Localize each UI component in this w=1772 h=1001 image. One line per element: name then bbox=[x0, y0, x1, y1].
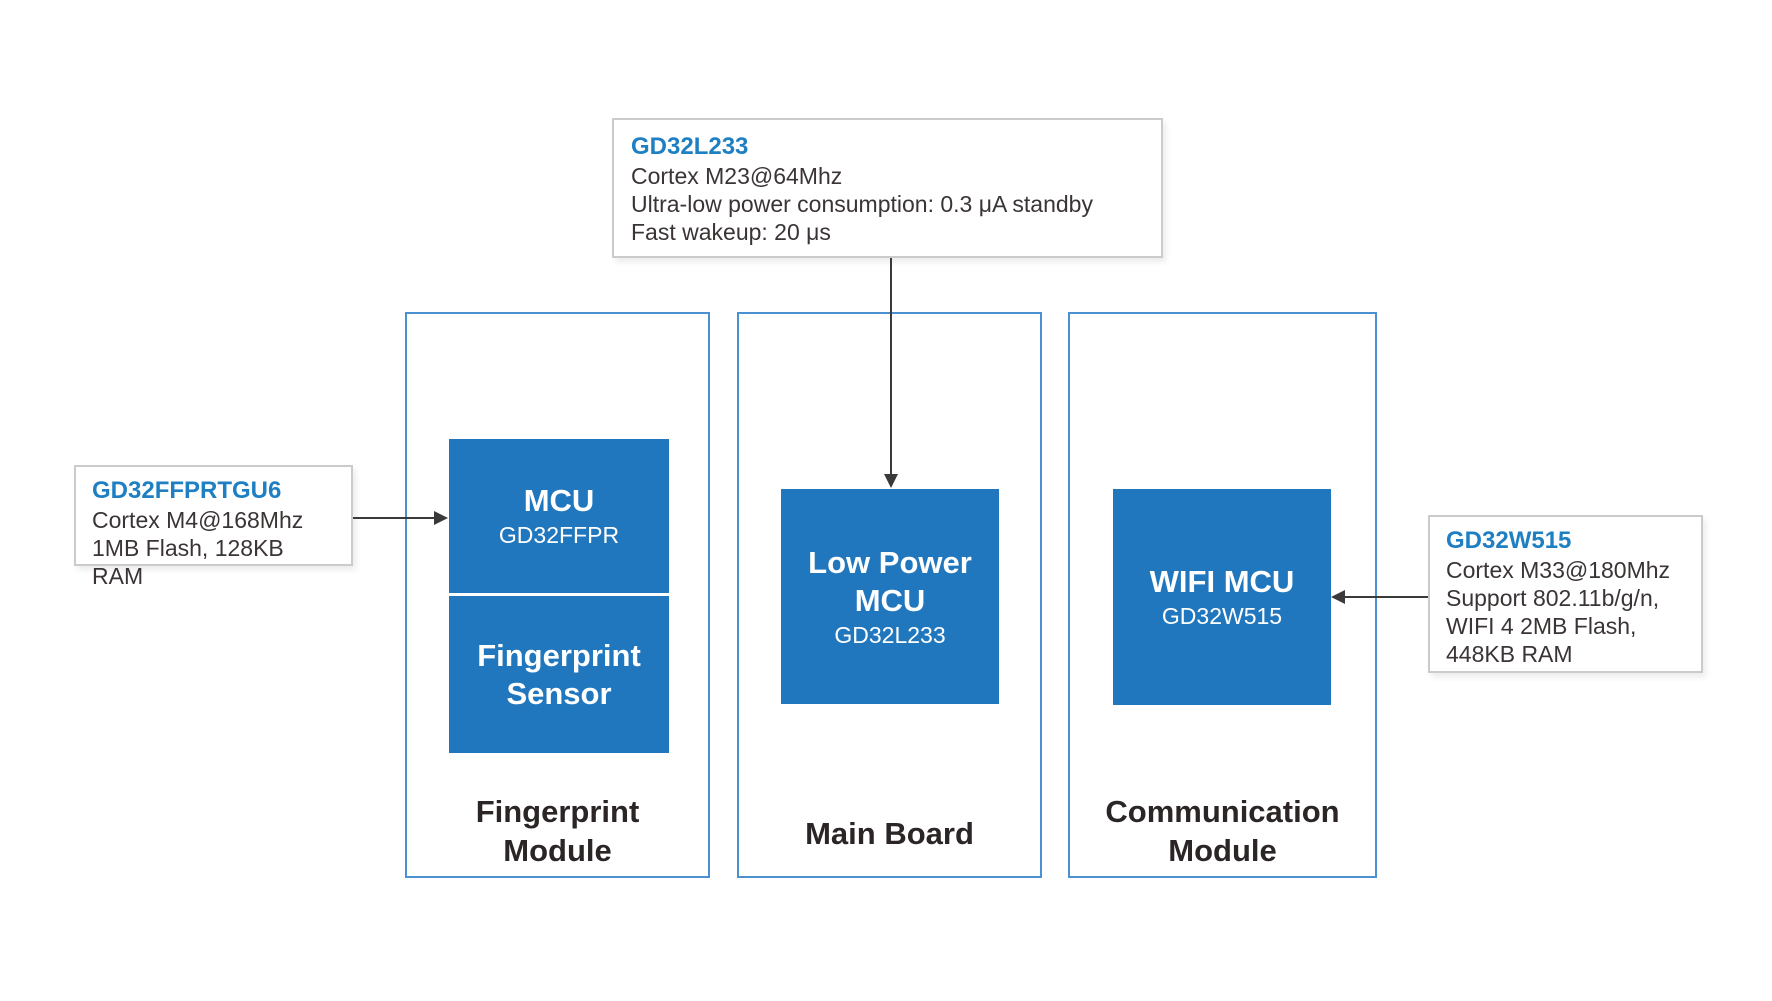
fingerprint-module-label: Fingerprint Module bbox=[475, 794, 640, 868]
callout-line: Ultra-low power consumption: 0.3 μA stan… bbox=[631, 191, 1093, 217]
fingerprint-sensor-title: Fingerprint Sensor bbox=[477, 637, 641, 711]
callout-gd32ffprtgu6: GD32FFPRTGU6 Cortex M4@168Mhz 1MB Flash,… bbox=[74, 465, 353, 589]
callout-line: Cortex M23@64Mhz bbox=[631, 163, 843, 189]
mcu-chip-box: MCU GD32FFPR bbox=[449, 439, 669, 593]
fingerprint-module-box: Fingerprint Module bbox=[405, 312, 710, 878]
low-power-mcu-box: Low Power MCU GD32L233 bbox=[781, 489, 999, 704]
communication-module-label: Communication Module bbox=[1105, 794, 1340, 868]
arrow-right-line bbox=[1345, 596, 1428, 598]
arrow-down-line bbox=[890, 258, 892, 475]
wifi-mcu-title: WIFI MCU bbox=[1149, 564, 1295, 599]
arrow-right-icon bbox=[434, 511, 448, 525]
main-board-label: Main Board bbox=[805, 816, 974, 851]
low-power-mcu-title: Low Power MCU bbox=[808, 544, 972, 618]
callout-line: WIFI 4 2MB Flash, bbox=[1446, 613, 1637, 639]
arrow-left-icon bbox=[1331, 590, 1345, 604]
mcu-chip-title: MCU bbox=[523, 483, 595, 518]
chip-name-gd32w515: GD32W515 bbox=[1446, 527, 1572, 554]
callout-line: Cortex M4@168Mhz bbox=[92, 507, 304, 533]
arrow-down-icon bbox=[884, 474, 898, 488]
chip-name-gd32l233: GD32L233 bbox=[631, 133, 749, 160]
arrow-left-line bbox=[353, 517, 435, 519]
callout-line: Support 802.11b/g/n, bbox=[1446, 585, 1660, 611]
callout-line: Cortex M33@180Mhz bbox=[1446, 557, 1671, 583]
wifi-mcu-box: WIFI MCU GD32W515 bbox=[1113, 489, 1331, 705]
chip-name-gd32ffprtgu6: GD32FFPRTGU6 bbox=[92, 477, 282, 504]
wifi-mcu-part: GD32W515 bbox=[1161, 603, 1283, 629]
callout-gd32l233: GD32L233 Cortex M23@64Mhz Ultra-low powe… bbox=[612, 118, 1163, 258]
low-power-mcu-part: GD32L233 bbox=[834, 621, 946, 648]
fingerprint-sensor-box: Fingerprint Sensor bbox=[449, 596, 669, 753]
callout-gd32w515: GD32W515 Cortex M33@180Mhz Support 802.1… bbox=[1428, 515, 1703, 673]
callout-line: Fast wakeup: 20 μs bbox=[631, 219, 831, 245]
callout-line: 448KB RAM bbox=[1446, 641, 1573, 667]
callout-line: 1MB Flash, 128KB RAM bbox=[92, 535, 284, 589]
mcu-chip-part: GD32FFPR bbox=[498, 522, 620, 548]
